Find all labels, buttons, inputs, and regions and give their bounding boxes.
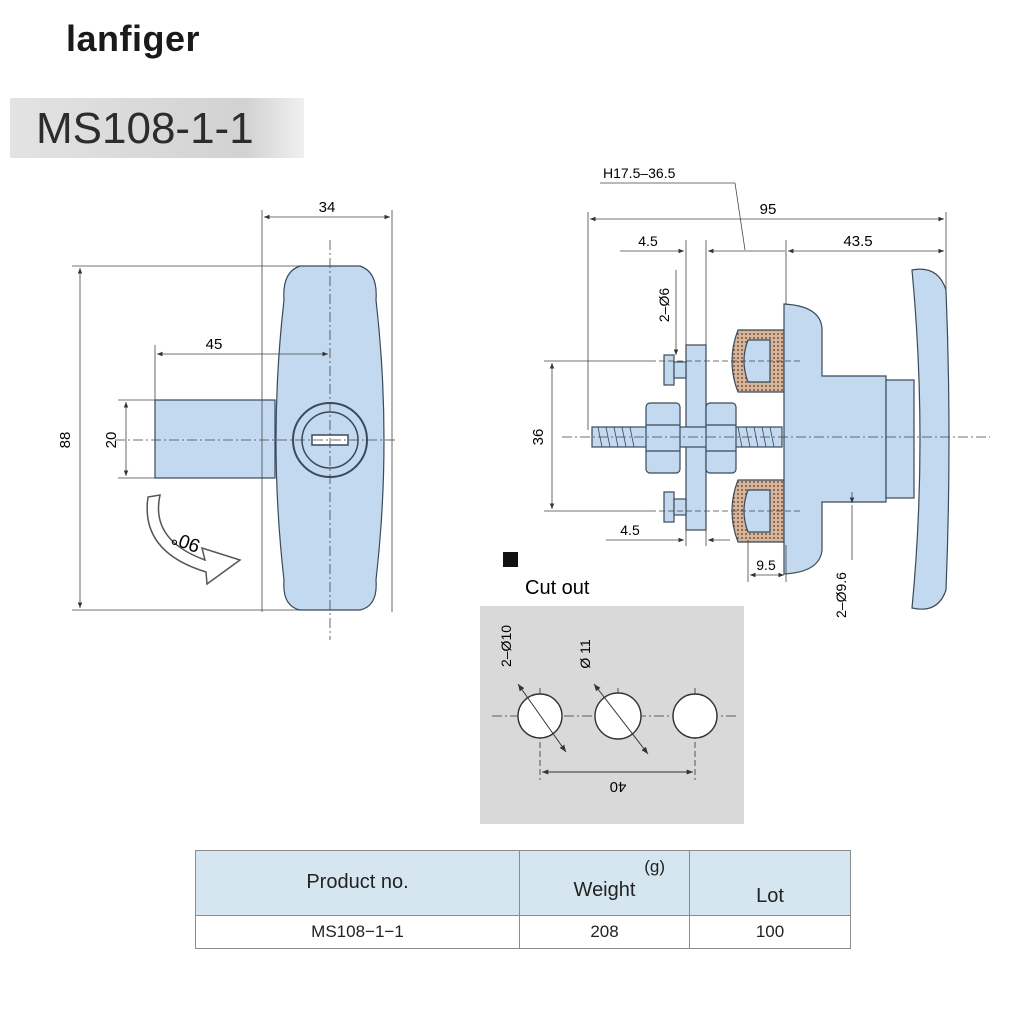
dim-front-height: 88 bbox=[57, 432, 74, 449]
dim-side-right: 43.5 bbox=[843, 233, 872, 250]
spec-table: Product no. (g) Weight Lot MS108−1−1 208… bbox=[195, 850, 851, 949]
lock-body bbox=[783, 303, 887, 575]
handle-neck bbox=[885, 379, 915, 499]
dim-front-offset: 45 bbox=[206, 336, 223, 353]
dim-side-boss: 9.5 bbox=[756, 557, 776, 573]
screw-head-top bbox=[663, 354, 675, 386]
dim-side-thickness: H17.5–36.5 bbox=[603, 165, 676, 181]
dim-side-left-bottom: 4.5 bbox=[620, 522, 640, 538]
cell-weight: 208 bbox=[519, 915, 690, 949]
screw-shank-top bbox=[673, 361, 687, 379]
cutout-label: Cut out bbox=[525, 577, 590, 599]
dim-cutout-small-holes: 2–Ø10 bbox=[498, 625, 514, 667]
dim-cutout-spacing: 40 bbox=[610, 778, 627, 795]
model-title-banner bbox=[10, 98, 304, 158]
cutout-hole-center bbox=[594, 692, 642, 740]
dim-front-shaft: 20 bbox=[103, 432, 120, 449]
side-handle bbox=[911, 268, 950, 610]
dim-side-left-top: 4.5 bbox=[638, 233, 658, 249]
dim-side-spacing: 36 bbox=[530, 429, 547, 446]
cutout-hole-right bbox=[672, 693, 718, 739]
weight-unit: (g) bbox=[644, 857, 665, 876]
screw-shank-bottom bbox=[673, 498, 687, 516]
screw-head-bottom bbox=[663, 491, 675, 523]
cell-lot: 100 bbox=[689, 915, 851, 949]
header-weight: (g) Weight bbox=[519, 850, 690, 916]
header-lot: Lot bbox=[689, 850, 851, 916]
brand-logo: lanfiger bbox=[66, 18, 201, 59]
nut-left bbox=[645, 402, 681, 474]
dim-cutout-center-hole: Ø 11 bbox=[577, 639, 593, 669]
table-row: MS108−1−1 208 100 bbox=[195, 915, 851, 949]
rotation-arrow-icon bbox=[146, 494, 242, 586]
spec-table-header: Product no. (g) Weight Lot bbox=[195, 850, 851, 916]
dim-front-width: 34 bbox=[319, 199, 336, 216]
side-dimension-lines bbox=[544, 182, 990, 582]
dim-side-overall: 95 bbox=[760, 201, 777, 218]
dim-side-bolt-dia: 2–Ø6 bbox=[656, 288, 672, 322]
header-product: Product no. bbox=[195, 850, 520, 916]
cutout-drawing bbox=[492, 683, 738, 780]
cutout-marker-icon bbox=[503, 552, 518, 567]
front-dimension-lines bbox=[72, 210, 395, 640]
front-shaft bbox=[154, 399, 276, 479]
dim-side-boss-dia: 2–Ø9.6 bbox=[833, 572, 849, 618]
nut-right bbox=[705, 402, 737, 474]
cell-product: MS108−1−1 bbox=[195, 915, 520, 949]
model-title: MS108-1-1 bbox=[36, 104, 254, 153]
